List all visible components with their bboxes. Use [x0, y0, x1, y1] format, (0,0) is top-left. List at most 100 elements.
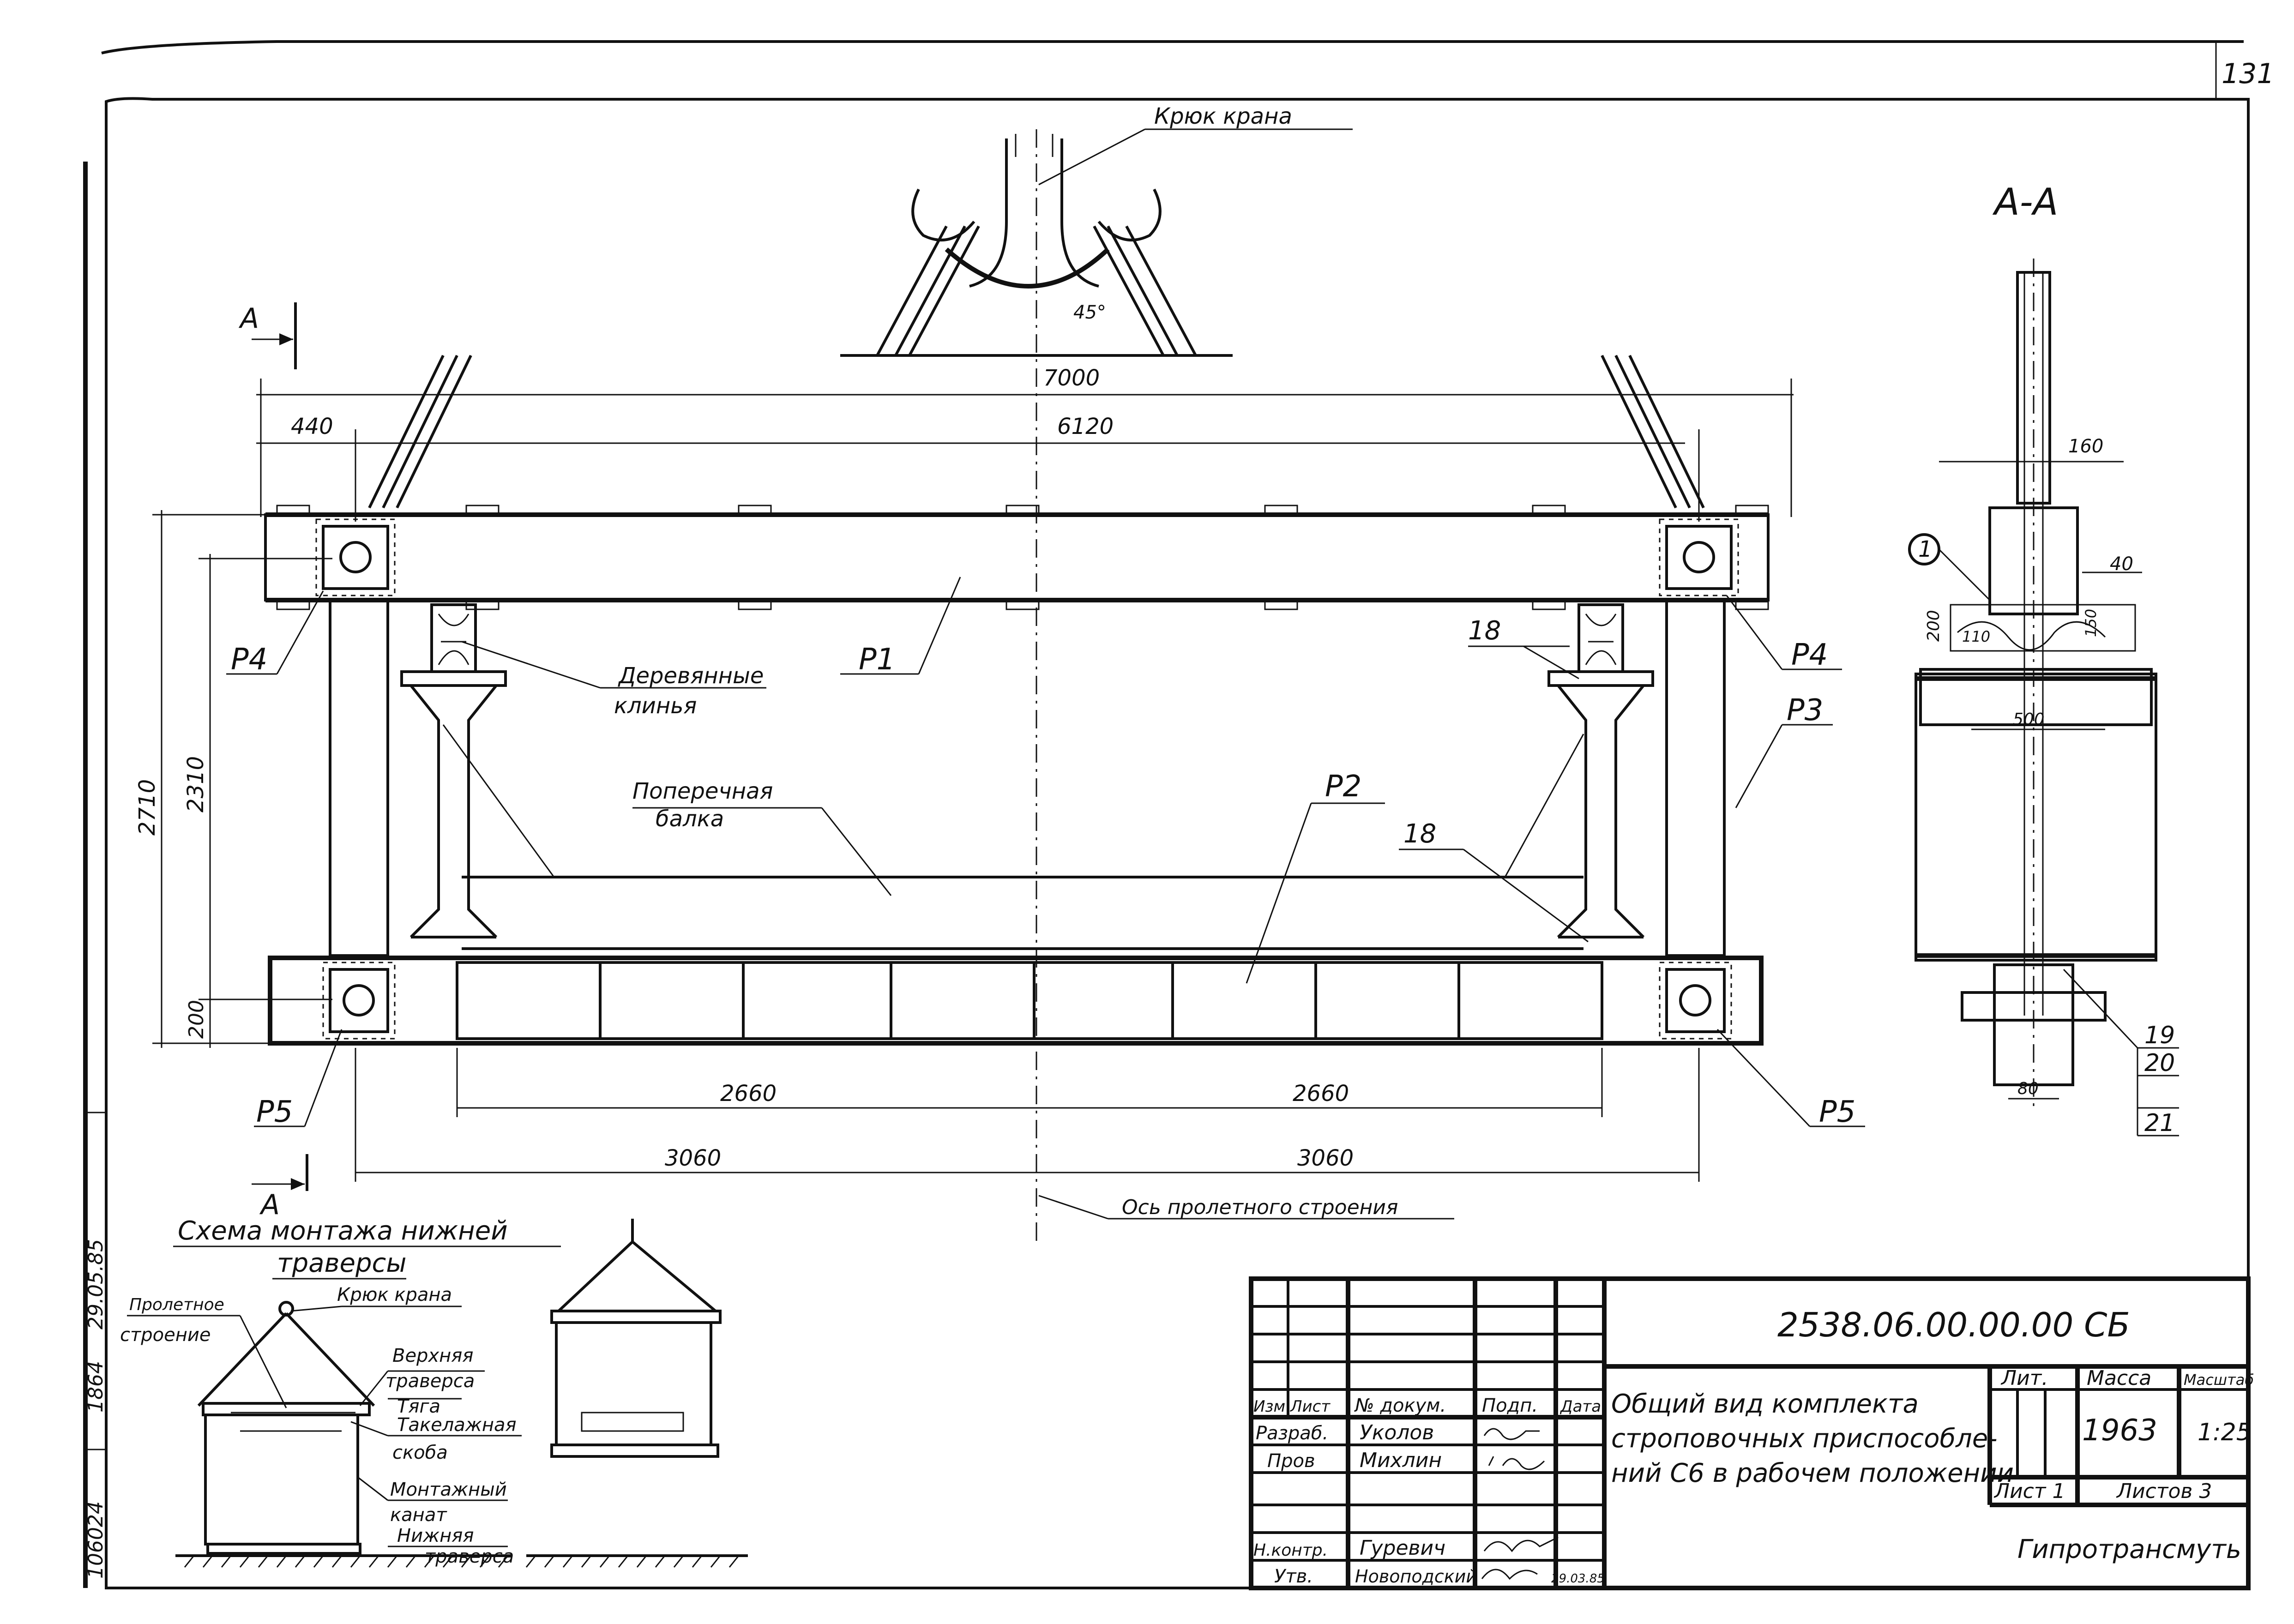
- callout-18-bottom: 18: [1403, 819, 1436, 849]
- scheme-label-lower-2: траверса: [425, 1546, 514, 1567]
- callout-p3: P3: [1787, 693, 1823, 728]
- scheme-title-1: Схема монтажа нижней: [178, 1216, 508, 1246]
- sheet-label: Лист 1: [1993, 1480, 2065, 1503]
- sheet-number: 131: [2222, 58, 2275, 90]
- drawing-code: 2538.06.00.00.00 СБ: [1777, 1305, 2130, 1344]
- role-prov: Пров: [1267, 1450, 1315, 1472]
- dim-half-inner-left: 2660: [720, 1081, 777, 1107]
- upper-traverse: [264, 505, 1770, 610]
- section-marker-bottom: А: [252, 1154, 308, 1221]
- scale-value: 1:25: [2198, 1419, 2252, 1446]
- description-line-1: Общий вид комплекта: [1611, 1389, 1919, 1419]
- dim-half-outer-right: 3060: [1297, 1145, 1354, 1171]
- header-izm: Изм: [1253, 1397, 1285, 1416]
- label-wood-wedges-2: клинья: [614, 693, 697, 719]
- callout-19: 19: [2144, 1022, 2175, 1049]
- side-margin-stamp: 106024 1864 29.05.85: [84, 1239, 108, 1579]
- header-sign: Подп.: [1482, 1395, 1538, 1416]
- margin-note: 1864: [84, 1361, 108, 1413]
- label-crane-hook: Крюк крана: [1154, 103, 1292, 129]
- callout-20: 20: [2144, 1049, 2175, 1077]
- sheet-frame: 131: [83, 40, 2275, 1589]
- title-block: 2538.06.00.00.00 СБ Общий вид комплекта …: [1249, 1276, 2254, 1590]
- tie-rods: [329, 599, 1726, 957]
- dim-height-total: 2710: [134, 779, 160, 836]
- scheme-title-2: траверсы: [277, 1248, 407, 1278]
- scheme-label-lower-1: Нижняя: [397, 1525, 474, 1546]
- dim-150: 150: [2082, 609, 2100, 637]
- name-nkontr: Гуревич: [1360, 1536, 1445, 1560]
- svg-text:А: А: [259, 1189, 280, 1221]
- name-prov: Михлин: [1360, 1449, 1442, 1472]
- scheme-label-rod: Тяга: [397, 1396, 440, 1417]
- label-cross-beam-1: Поперечная: [632, 778, 773, 804]
- mass-label: Масса: [2087, 1366, 2151, 1390]
- dim-half-outer-left: 3060: [665, 1145, 721, 1171]
- margin-date: 29.05.85: [84, 1239, 108, 1329]
- signature-nkontr: [1483, 1536, 1559, 1552]
- callout-p1: P1: [859, 643, 895, 677]
- label-cross-beam-2: балка: [656, 806, 724, 832]
- dim-200: 200: [1924, 610, 1943, 642]
- dim-half-inner-right: 2660: [1293, 1081, 1349, 1107]
- scheme-label-rope-2: канат: [390, 1504, 447, 1526]
- label-axis: Ось пролетного строения: [1122, 1196, 1398, 1219]
- dim-80: 80: [2017, 1079, 2039, 1098]
- header-doc: № докум.: [1354, 1395, 1446, 1416]
- header-date: Дата: [1559, 1397, 1601, 1416]
- section-title: А-А: [1992, 180, 2058, 223]
- role-nkontr: Н.контр.: [1253, 1541, 1328, 1560]
- signature-razrab: [1483, 1428, 1540, 1440]
- scheme-label-shackle-2: скоба: [392, 1442, 448, 1463]
- header-list: Лист: [1289, 1397, 1331, 1416]
- label-wood-wedges-1: Деревянные: [618, 663, 764, 689]
- scale-label: Масштаб: [2184, 1371, 2254, 1389]
- main-view: Крюк крана 45°: [134, 103, 1865, 1246]
- description-line-2: строповочных приспособле-: [1611, 1424, 1997, 1454]
- sling-lines: [368, 225, 1705, 509]
- lit-label: Лит.: [2000, 1366, 2048, 1390]
- name-razrab: Уколов: [1360, 1421, 1434, 1444]
- callout-21: 21: [2144, 1109, 2175, 1137]
- mass-value: 1963: [2082, 1413, 2157, 1448]
- dim-110: 110: [1962, 628, 1990, 645]
- installation-scheme: Схема монтажа нижней траверсы: [120, 1216, 748, 1568]
- organization: Гипротрансмуть: [2017, 1534, 2241, 1564]
- callout-p5-left: P5: [256, 1095, 293, 1129]
- role-razrab: Разраб.: [1256, 1423, 1328, 1444]
- callout-1: 1: [1918, 536, 1933, 562]
- svg-text:А: А: [238, 302, 259, 335]
- description-line-3: ний С6 в рабочем положении: [1611, 1458, 2014, 1488]
- callout-p5-right: P5: [1819, 1095, 1855, 1129]
- dim-500: 500: [2013, 710, 2045, 729]
- wooden-wedges: [430, 603, 1624, 673]
- inventory-number: 106024: [84, 1501, 108, 1579]
- callout-p2: P2: [1325, 770, 1361, 804]
- role-utv: Утв.: [1274, 1566, 1313, 1587]
- sign-date: 29.03.85: [1551, 1572, 1605, 1586]
- dim-overall: 7000: [1043, 365, 1100, 391]
- callout-p4-left: P4: [231, 643, 267, 677]
- scheme-label-hook: Крюк крана: [337, 1284, 452, 1305]
- cross-beam: [400, 670, 1654, 950]
- dim-left-offset: 440: [291, 414, 333, 439]
- callout-18-top: 18: [1468, 616, 1501, 646]
- callout-p4-right: P4: [1791, 638, 1828, 672]
- scheme-label-upper-1: Верхняя: [392, 1345, 473, 1366]
- angle-label: 45°: [1073, 302, 1106, 323]
- dim-40: 40: [2110, 553, 2133, 575]
- dim-bottom-height: 200: [185, 1000, 208, 1039]
- dimension-lines: [152, 379, 1794, 1182]
- sheets-label: Листов 3: [2116, 1480, 2212, 1503]
- scheme-label-shackle-1: Такелажная: [397, 1414, 517, 1436]
- name-utv: Новоподский: [1355, 1566, 1477, 1587]
- signature-prov: [1488, 1456, 1545, 1470]
- scheme-label-span-2: строение: [120, 1324, 211, 1346]
- dim-height-inner: 2310: [183, 756, 209, 812]
- section-view-aa: А-А 160 40 200 150 110 500 80 1 19: [1908, 180, 2179, 1137]
- lower-traverse: [268, 956, 1764, 1046]
- dim-inner: 6120: [1057, 414, 1114, 439]
- signature-utv: [1481, 1569, 1538, 1580]
- section-marker-top: А: [238, 302, 297, 369]
